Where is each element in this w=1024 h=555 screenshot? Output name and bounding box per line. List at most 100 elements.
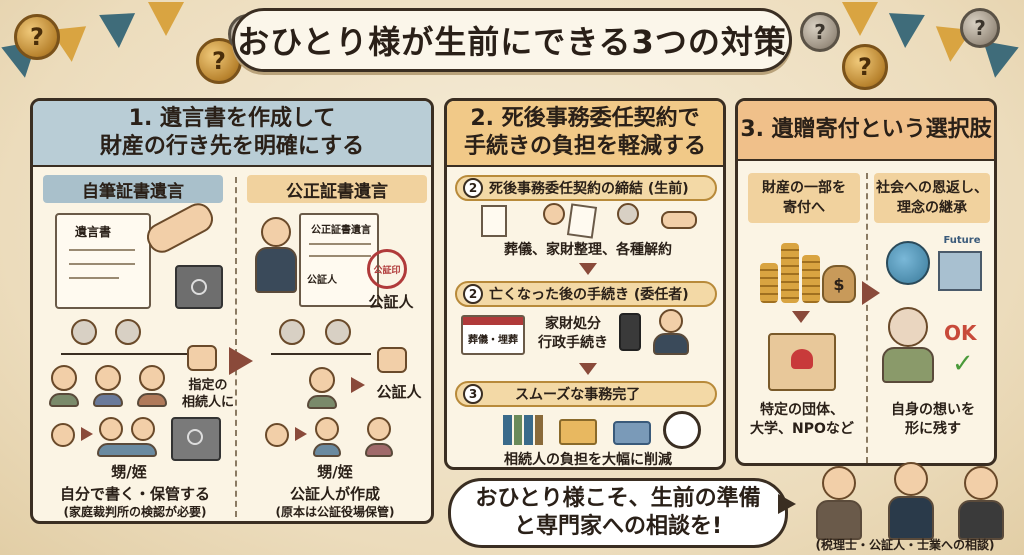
arrow-right-icon <box>862 281 880 305</box>
step-after-death-detail: 家財処分 行政手続き <box>538 316 608 351</box>
question-coin-icon: ? <box>14 14 60 60</box>
relative-body <box>93 393 123 407</box>
panel-bequest-divider <box>866 173 868 463</box>
designated-heir-label: 指定の 相続人に <box>181 378 234 410</box>
expert-man-icon <box>894 462 928 496</box>
panel-will-heading-line1: 1. 遺言書を作成して <box>128 106 336 131</box>
expert-man-body <box>958 500 1004 540</box>
expert-man-body <box>888 496 934 540</box>
advice-speech-bubble: おひとり様こそ、生前の準備 と専門家への相談を! <box>448 478 788 548</box>
donation-targets-caption: 特定の団体、 大学、NPOなど <box>750 402 854 437</box>
relative-body <box>137 393 167 407</box>
panel-will: 1. 遺言書を作成して 財産の行き先を明確にする 自筆証書遺言 公正証書遺言 遺… <box>30 98 434 524</box>
binders-icon <box>503 415 543 445</box>
step-contract-detail: 葬儀、家財整理、各種解約 <box>504 242 672 258</box>
relative-icon <box>265 423 289 447</box>
niece-body <box>365 443 393 457</box>
grandparent-icon <box>279 319 305 345</box>
client-icon <box>543 203 565 225</box>
relative-icon <box>51 365 77 391</box>
bunting-flag <box>99 13 137 49</box>
panel-will-heading-line2: 財産の行き先を明確にする <box>99 134 365 159</box>
nephew-label-left: 甥/姪 <box>111 463 147 481</box>
panel-bequest-donation: 3. 遺贈寄付という選択肢 財産の一部を 寄付へ 社会への恩返し、 理念の継承 … <box>735 98 997 466</box>
arrow-right-icon <box>351 377 365 393</box>
advice-line1: おひとり様こそ、生前の準備 <box>475 486 761 511</box>
nephew-icon <box>99 417 123 441</box>
arrow-down-icon <box>579 263 597 275</box>
elderly-person-icon <box>888 307 928 347</box>
agent-icon <box>617 203 639 225</box>
notarized-document-icon: 公正証書遺言 公証人 <box>299 213 379 307</box>
panel-will-header: 1. 遺言書を作成して 財産の行き先を明確にする <box>33 101 431 167</box>
thumbs-up-icon <box>187 345 217 371</box>
document-icon <box>481 205 507 237</box>
panel-posthumous-heading-line2: 手続きの負担を軽減する <box>463 134 706 159</box>
tree-line <box>271 353 371 355</box>
step-after-death-label: 亡くなった後の手続き (委任者) <box>489 287 689 303</box>
notarized-will-subhead: 公正証書遺言 <box>247 175 427 203</box>
calendar-label: 葬儀・埋葬 <box>468 335 518 346</box>
bunting-flag <box>842 2 878 36</box>
checkmark-icon: ✓ <box>952 349 974 379</box>
grandparent-icon <box>115 319 141 345</box>
speech-bubble-tail <box>778 494 796 514</box>
step-number: 2 <box>463 284 483 304</box>
holographic-will-subhead: 自筆証書遺言 <box>43 175 223 203</box>
future-label: Future <box>943 235 981 246</box>
niece-icon <box>131 417 155 441</box>
relative-body <box>307 395 337 409</box>
expert-woman-body <box>816 500 862 540</box>
step-complete-label: スムーズな事務完了 <box>515 387 641 403</box>
panel-posthumous-header: 2. 死後事務委任契約で 手続きの負担を軽減する <box>447 101 723 167</box>
holographic-caption: 自分で書く・保管する (家庭裁判所の検認が必要) <box>59 485 210 519</box>
relative-icon <box>139 365 165 391</box>
relative-icon <box>309 367 335 393</box>
nephew-body <box>313 443 341 457</box>
safe-icon <box>171 417 221 461</box>
step-complete: 3 スムーズな事務完了 <box>455 381 717 407</box>
coin-stack-icon <box>760 243 824 303</box>
clock-icon <box>663 411 701 449</box>
leave-wishes-caption: 自身の想いを 形に残す <box>891 402 975 437</box>
agent-body <box>653 333 689 355</box>
panel-bequest-header: 3. 遺贈寄付という選択肢 <box>738 101 994 161</box>
experts-caption: (税理士・公証人・士業への相談) <box>815 538 995 552</box>
step-after-death: 2 亡くなった後の手続き (委任者) <box>455 281 717 307</box>
notary-arrow-label: 公証人 <box>376 383 422 401</box>
writing-hand-icon <box>142 198 218 258</box>
bunting-flag <box>887 13 925 49</box>
relative-icon <box>51 423 75 447</box>
arrow-right-icon <box>81 427 93 441</box>
step-number: 3 <box>463 384 483 404</box>
relative-icon <box>95 365 121 391</box>
nephew-label-right: 甥/姪 <box>317 463 353 481</box>
thumbs-up-icon <box>377 347 407 373</box>
arrow-down-icon <box>579 363 597 375</box>
notarized-document-notary: 公証人 <box>307 275 337 286</box>
notary-label: 公証人 <box>368 293 414 311</box>
nephew-niece-body <box>97 443 157 457</box>
notary-person-icon <box>261 217 291 247</box>
relative-body <box>49 393 79 407</box>
step-complete-detail: 相続人の負担を大幅に削減 <box>504 452 672 468</box>
smartphone-icon <box>619 313 641 351</box>
panel-posthumous-contract: 2. 死後事務委任契約で 手続きの負担を軽減する 2 死後事務委任契約の締結 (… <box>444 98 726 470</box>
calendar-icon: 葬儀・埋葬 <box>461 315 525 355</box>
agent-on-phone-icon <box>659 309 683 333</box>
globe-icon <box>886 241 930 285</box>
donate-portion-subhead: 財産の一部を 寄付へ <box>748 173 860 223</box>
notary-body <box>255 247 297 293</box>
step-contract-label: 死後事務委任契約の締結 (生前) <box>489 181 689 197</box>
safe-icon <box>175 265 223 309</box>
question-coin-icon: ? <box>960 8 1000 48</box>
handshake-icon <box>661 211 697 229</box>
bunting-flag <box>148 2 184 36</box>
donation-box-icon <box>768 333 836 391</box>
advice-line2: と専門家への相談を! <box>513 514 723 539</box>
credit-card-icon <box>613 421 651 445</box>
give-back-subhead: 社会への恩返し、 理念の継承 <box>874 173 990 223</box>
niece-icon <box>367 417 391 441</box>
question-coin-icon: ? <box>842 44 888 90</box>
nephew-icon <box>315 417 339 441</box>
